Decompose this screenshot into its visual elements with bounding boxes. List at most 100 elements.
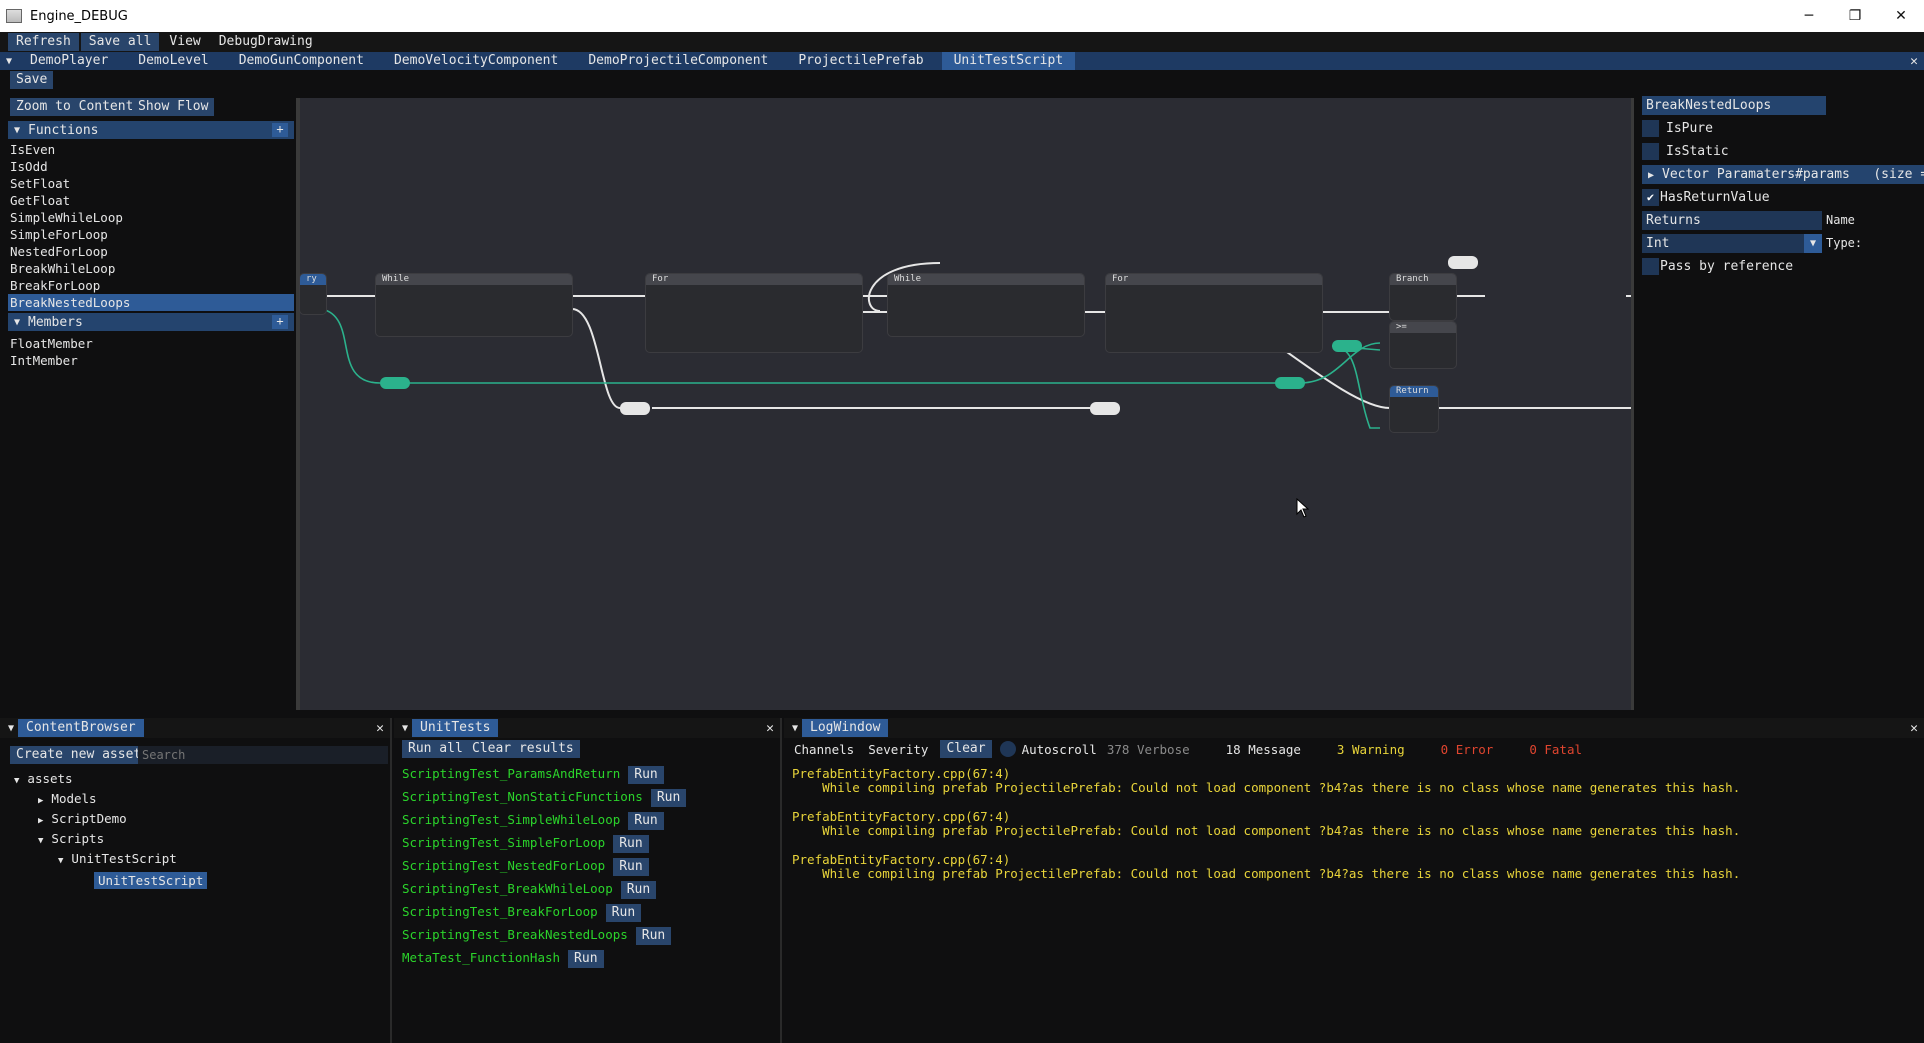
close-content-browser-icon[interactable]: ✕ [376,720,384,736]
function-item-setfloat[interactable]: SetFloat [10,176,71,191]
function-item-breaknestedloops[interactable]: BreakNestedLoops [8,294,294,311]
return-node-title: Return [1390,386,1438,397]
tab-demoplayer[interactable]: DemoPlayer [30,53,109,68]
function-item-simpleforloop[interactable]: SimpleForLoop [10,227,108,242]
is-pure-checkbox[interactable] [1642,120,1659,137]
log-toolbar: Channels Severity Clear Autoscroll 378 V… [794,740,1582,758]
log-window-tab[interactable]: LogWindow [802,719,889,737]
function-list-panel: Zoom to Content Show Flow ▼ Functions + … [0,92,294,710]
entry-node[interactable]: ry [300,274,326,314]
message-count[interactable]: 18 Message [1225,741,1301,757]
function-item-nestedforloop[interactable]: NestedForLoop [10,244,108,259]
run-test-button[interactable]: Run [568,950,604,968]
function-name-field[interactable]: BreakNestedLoops [1642,96,1826,115]
close-unit-tests-icon[interactable]: ✕ [766,720,774,736]
save-all-button[interactable]: Save all [80,33,160,51]
minimize-button[interactable]: ─ [1804,8,1814,24]
unit-tests-tab[interactable]: UnitTests [412,719,499,737]
verbose-count[interactable]: 378 Verbose [1106,741,1190,757]
tab-demogun[interactable]: DemoGunComponent [238,53,364,68]
members-header[interactable]: ▼ Members + [8,313,294,331]
while-node-1[interactable]: While [376,274,572,336]
app-icon [6,9,22,23]
refresh-button[interactable]: Refresh [8,33,79,51]
editor-toolbar: Save [0,70,1924,90]
clear-log-button[interactable]: Clear [940,740,992,758]
menu-debug-drawing[interactable]: DebugDrawing [218,34,313,49]
panel-menu-icon[interactable]: ▼ [8,722,15,734]
function-item-breakwhileloop[interactable]: BreakWhileLoop [10,261,116,276]
maximize-button[interactable]: ❐ [1848,8,1862,24]
function-item-simplewhileloop[interactable]: SimpleWhileLoop [10,210,123,225]
close-window-button[interactable]: ✕ [1895,8,1907,24]
tree-node-assets[interactable]: ▼assets [14,771,73,786]
tree-node-models[interactable]: ▶Models [38,791,97,806]
type-dropdown[interactable]: Int ▼ [1642,234,1822,253]
tab-dropdown-icon[interactable]: ▼ [5,55,13,67]
tree-node-scriptdemo[interactable]: ▶ScriptDemo [38,811,127,826]
return-node[interactable]: Return [1390,386,1438,432]
tree-leaf-unittestscript[interactable]: UnitTestScript [94,872,208,889]
severity-dropdown[interactable]: Severity [868,741,929,757]
collapse-icon: ▼ [14,316,21,328]
show-flow-button[interactable]: Show Flow [132,98,215,116]
unit-tests-header: ▼ UnitTests ✕ [394,718,780,738]
tree-node-scripts[interactable]: ▼Scripts [38,831,105,846]
save-button[interactable]: Save [10,71,54,89]
type-dropdown-value: Int [1646,236,1670,251]
for-node-2[interactable]: For [1106,274,1322,352]
for-node-1-title: For [646,274,862,285]
vector-params-header[interactable]: ▶Vector Paramaters#params (size = 1) [1642,165,1924,184]
functions-header[interactable]: ▼ Functions + [8,121,294,139]
while-node-2[interactable]: While [888,274,1084,336]
tab-projectileprefab[interactable]: ProjectilePrefab [798,53,924,68]
run-test-button[interactable]: Run [635,927,672,945]
clear-results-button[interactable]: Clear results [466,740,580,758]
member-item-intmember[interactable]: IntMember [10,353,78,368]
search-input[interactable] [138,746,388,764]
tab-demolevel[interactable]: DemoLevel [138,53,209,68]
content-browser-header: ▼ ContentBrowser ✕ [0,718,390,738]
add-function-button[interactable]: + [272,123,288,137]
run-test-button[interactable]: Run [605,904,642,922]
branch-node[interactable]: Branch [1390,274,1456,320]
run-test-button[interactable]: Run [620,881,657,899]
create-asset-button[interactable]: Create new asset [10,746,148,764]
tab-demovelocity[interactable]: DemoVelocityComponent [393,53,559,68]
has-return-checkbox[interactable]: ✔ [1642,189,1659,206]
panel-menu-icon[interactable]: ▼ [792,722,799,734]
graph-canvas[interactable]: ry While For While For Branch >= Return [296,98,1634,710]
function-item-isodd[interactable]: IsOdd [10,159,48,174]
panel-menu-icon[interactable]: ▼ [402,722,409,734]
autoscroll-toggle[interactable] [999,741,1016,757]
run-test-button[interactable]: Run [613,858,649,876]
for-node-1[interactable]: For [646,274,862,352]
tab-unittestscript[interactable]: UnitTestScript [941,52,1076,70]
collapse-icon: ▼ [14,124,21,136]
menu-view[interactable]: View [169,34,201,49]
member-item-floatmember[interactable]: FloatMember [10,336,93,351]
close-tab-icon[interactable]: ✕ [1910,53,1918,69]
is-static-checkbox[interactable] [1642,143,1659,160]
pass-by-ref-checkbox[interactable] [1642,258,1659,275]
run-test-button[interactable]: Run [628,812,664,830]
function-item-iseven[interactable]: IsEven [10,142,56,157]
fatal-count[interactable]: 0 Fatal [1529,741,1583,757]
close-log-window-icon[interactable]: ✕ [1910,720,1918,736]
run-test-button[interactable]: Run [650,789,687,807]
function-item-getfloat[interactable]: GetFloat [10,193,71,208]
error-count[interactable]: 0 Error [1440,741,1494,757]
zoom-to-content-button[interactable]: Zoom to Content [10,98,140,116]
function-item-breakforloop[interactable]: BreakForLoop [10,278,101,293]
warning-count[interactable]: 3 Warning [1336,741,1405,757]
run-test-button[interactable]: Run [613,835,649,853]
tab-demoprojectile[interactable]: DemoProjectileComponent [588,53,769,68]
channels-dropdown[interactable]: Channels [794,741,855,757]
add-member-button[interactable]: + [272,315,288,329]
content-browser-tab[interactable]: ContentBrowser [18,719,144,737]
run-all-button[interactable]: Run all [402,740,469,758]
run-test-button[interactable]: Run [628,766,664,784]
return-name-input[interactable]: Returns [1642,211,1822,230]
compare-node[interactable]: >= [1390,322,1456,368]
tree-node-unittestscript-folder[interactable]: ▼UnitTestScript [58,851,177,866]
